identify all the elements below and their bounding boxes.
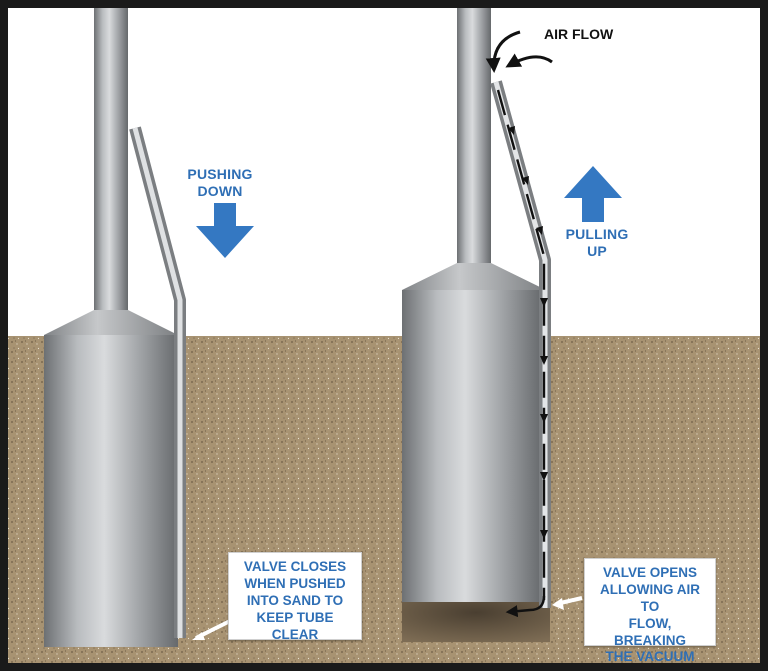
push-down-arrow-icon (196, 203, 254, 258)
left-anchor (44, 8, 186, 647)
left-anchor-cone (44, 310, 178, 335)
pushing-down-label: PUSHING DOWN (187, 166, 253, 199)
pull-up-arrow-icon (564, 166, 622, 222)
left-anchor-rod (94, 8, 128, 313)
air-flow-arrow-left-icon (485, 30, 521, 73)
right-anchor-rod (457, 8, 491, 266)
air-flow-label: AIR FLOW (544, 26, 614, 42)
pulling-up-label: PULLING UP (565, 226, 629, 259)
air-exit-arrow (505, 595, 546, 618)
right-anchor-body (402, 290, 542, 602)
valve-opens-callout: VALVE OPENS ALLOWING AIR TO FLOW, BREAKI… (584, 558, 716, 664)
valve-closes-callout: VALVE CLOSES WHEN PUSHED INTO SAND TO KE… (228, 552, 362, 642)
sand-hole-shadow (402, 600, 550, 642)
air-flow-path (496, 89, 546, 600)
right-anchor (402, 8, 551, 642)
right-anchor-cone (402, 263, 546, 290)
left-anchor-body (44, 335, 178, 647)
air-flow-arrowheads (508, 126, 548, 539)
air-flow-arrow-right-icon (505, 53, 553, 68)
